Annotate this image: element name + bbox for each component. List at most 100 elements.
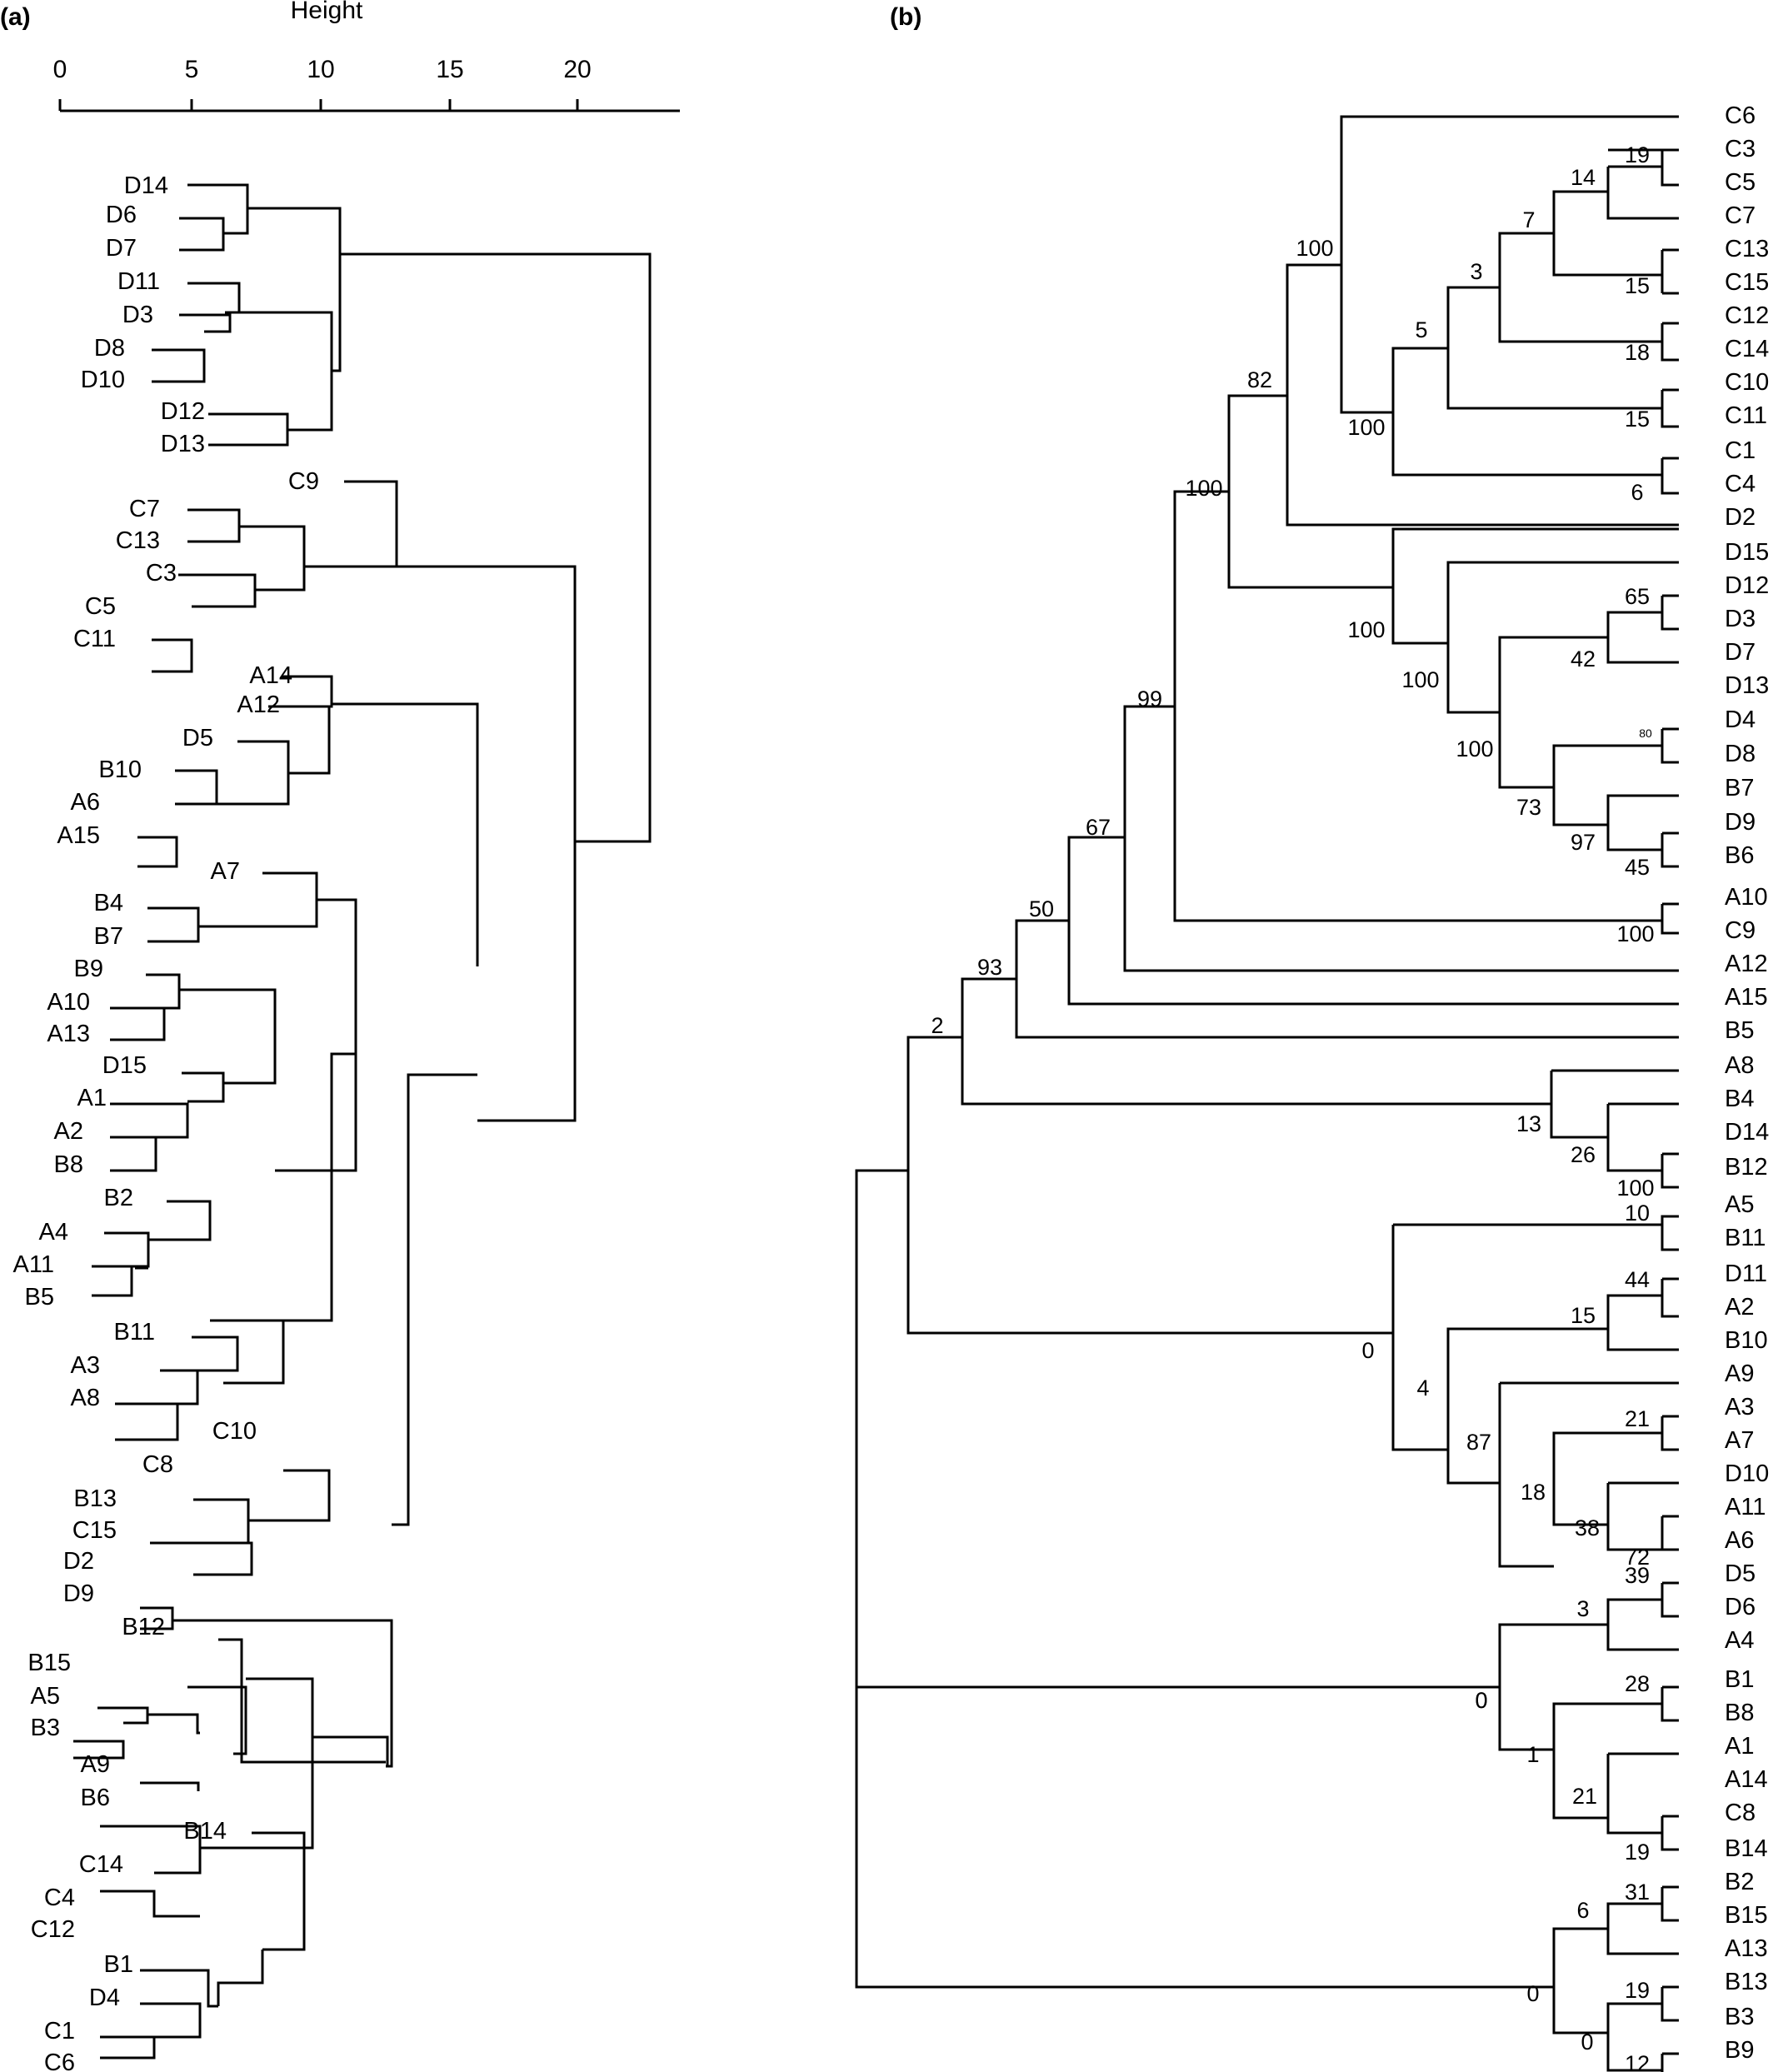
leaf-label: A3 xyxy=(71,1352,100,1379)
leaf-label: A8 xyxy=(1725,1052,1754,1079)
leaf-label: A12 xyxy=(1725,951,1768,977)
tick-label: 20 xyxy=(563,56,591,83)
leaf-label: C5 xyxy=(1725,169,1756,196)
leaf-label: B2 xyxy=(104,1185,133,1211)
leaf-label: C3 xyxy=(1725,136,1756,162)
node-support-value: 87 xyxy=(1466,1430,1491,1455)
leaf-label: A5 xyxy=(31,1683,60,1710)
leaf-label: C1 xyxy=(1725,437,1756,464)
node-support-value: 31 xyxy=(1625,1880,1650,1905)
leaf-label: A12 xyxy=(237,691,280,718)
leaf-label: B13 xyxy=(73,1485,117,1512)
leaf-label: D15 xyxy=(102,1052,147,1079)
leaf-label: B14 xyxy=(183,1818,227,1845)
leaf-label: D10 xyxy=(81,367,125,393)
leaf-label: A4 xyxy=(1725,1627,1754,1654)
leaf-label: D13 xyxy=(161,431,205,457)
leaf-label: D9 xyxy=(1725,809,1756,836)
leaf-label: D5 xyxy=(1725,1560,1756,1587)
node-support-value: 6 xyxy=(1631,480,1643,505)
leaf-label: B4 xyxy=(1725,1086,1754,1112)
leaf-label: D3 xyxy=(122,302,153,328)
node-support-value: 99 xyxy=(1137,687,1162,711)
leaf-label: B7 xyxy=(94,923,123,950)
leaf-label: A11 xyxy=(1725,1494,1766,1520)
leaf-label: A15 xyxy=(1725,984,1768,1011)
leaf-label: C12 xyxy=(31,1916,75,1943)
node-support-value: 38 xyxy=(1575,1515,1600,1540)
leaf-label: A14 xyxy=(249,662,292,689)
tick-label: 15 xyxy=(436,56,463,83)
leaf-label: D2 xyxy=(63,1548,94,1575)
leaf-label: A6 xyxy=(1725,1527,1754,1554)
node-support-value: 1 xyxy=(1526,1742,1539,1767)
height-axis: 0 5 10 15 20 xyxy=(53,56,680,112)
leaf-label: C6 xyxy=(1725,102,1756,129)
leaf-label: A7 xyxy=(1725,1427,1754,1454)
leaf-label: D4 xyxy=(89,1985,120,2011)
leaf-label: B15 xyxy=(27,1650,71,1676)
leaf-label: B5 xyxy=(25,1284,54,1311)
leaf-label: A9 xyxy=(81,1751,110,1778)
dendrogram-a-upper xyxy=(340,252,652,1526)
leaf-label: D6 xyxy=(106,202,137,228)
dendrogram-b-support-values: 19 14 7 15 3 18 5 15 100 6 100 82 100 65… xyxy=(931,142,1654,2072)
node-support-value: 18 xyxy=(1625,340,1650,365)
leaf-label: C15 xyxy=(72,1517,117,1544)
leaf-label: C13 xyxy=(116,527,160,554)
node-support-value: 19 xyxy=(1625,1840,1650,1865)
leaf-label: D10 xyxy=(1725,1460,1769,1487)
leaf-label: C14 xyxy=(79,1851,123,1878)
node-support-value: 12 xyxy=(1625,2051,1650,2072)
height-axis-title: Height xyxy=(291,0,363,24)
leaf-label: C6 xyxy=(44,2050,75,2072)
dendrogram-a-leaves: D14 D6 D7 D11 D3 D8 D10 D12 D13 C9 C7 C1… xyxy=(13,172,319,2072)
leaf-label: A4 xyxy=(39,1219,68,1246)
leaf-label: C7 xyxy=(1725,202,1756,229)
leaf-label: C1 xyxy=(44,2018,75,2045)
node-support-value: 14 xyxy=(1571,165,1596,190)
leaf-label: D8 xyxy=(94,335,125,362)
node-support-value: 72 xyxy=(1625,1545,1650,1570)
leaf-label: C10 xyxy=(212,1418,257,1445)
panel-b: (b) xyxy=(855,3,1769,2072)
leaf-label: C14 xyxy=(1725,336,1769,362)
leaf-label: B15 xyxy=(1725,1902,1768,1929)
leaf-label: B13 xyxy=(1725,1969,1768,1995)
node-support-value: 10 xyxy=(1625,1201,1650,1226)
leaf-label: D3 xyxy=(1725,606,1756,632)
leaf-label: D4 xyxy=(1725,706,1756,733)
node-support-value: 15 xyxy=(1625,273,1650,298)
leaf-label: B7 xyxy=(1725,775,1754,801)
node-support-value: 5 xyxy=(1415,317,1427,342)
leaf-label: A14 xyxy=(1725,1766,1768,1793)
node-support-value: 21 xyxy=(1572,1784,1597,1809)
node-support-value: 100 xyxy=(1456,736,1493,761)
panel-a: (a) Height 0 5 10 15 20 xyxy=(0,0,680,2072)
leaf-label: C8 xyxy=(1725,1800,1756,1826)
leaf-label: D12 xyxy=(161,398,205,425)
tick-label: 5 xyxy=(185,56,199,83)
node-support-value: 100 xyxy=(1616,921,1654,946)
leaf-label: B6 xyxy=(81,1785,110,1811)
leaf-label: B9 xyxy=(1725,2037,1754,2064)
leaf-label: B11 xyxy=(1725,1225,1766,1251)
node-support-value: 19 xyxy=(1625,1978,1650,2003)
node-support-value: 93 xyxy=(977,955,1002,980)
node-support-value: 65 xyxy=(1625,584,1650,609)
node-support-value: 15 xyxy=(1625,407,1650,432)
leaf-label: A7 xyxy=(211,858,240,885)
node-support-value: 3 xyxy=(1576,1596,1589,1621)
node-support-value: 50 xyxy=(1029,896,1054,921)
node-support-value: 100 xyxy=(1401,667,1439,692)
leaf-label: D12 xyxy=(1725,572,1769,599)
tick-label: 10 xyxy=(307,56,334,83)
node-support-value: 21 xyxy=(1625,1406,1650,1431)
node-support-value: 73 xyxy=(1516,795,1541,820)
dendrogram-b-branches xyxy=(855,115,1679,2072)
leaf-label: D13 xyxy=(1725,672,1769,699)
leaf-label: D7 xyxy=(106,235,137,262)
leaf-label: C5 xyxy=(85,593,116,620)
leaf-label: B2 xyxy=(1725,1869,1754,1895)
